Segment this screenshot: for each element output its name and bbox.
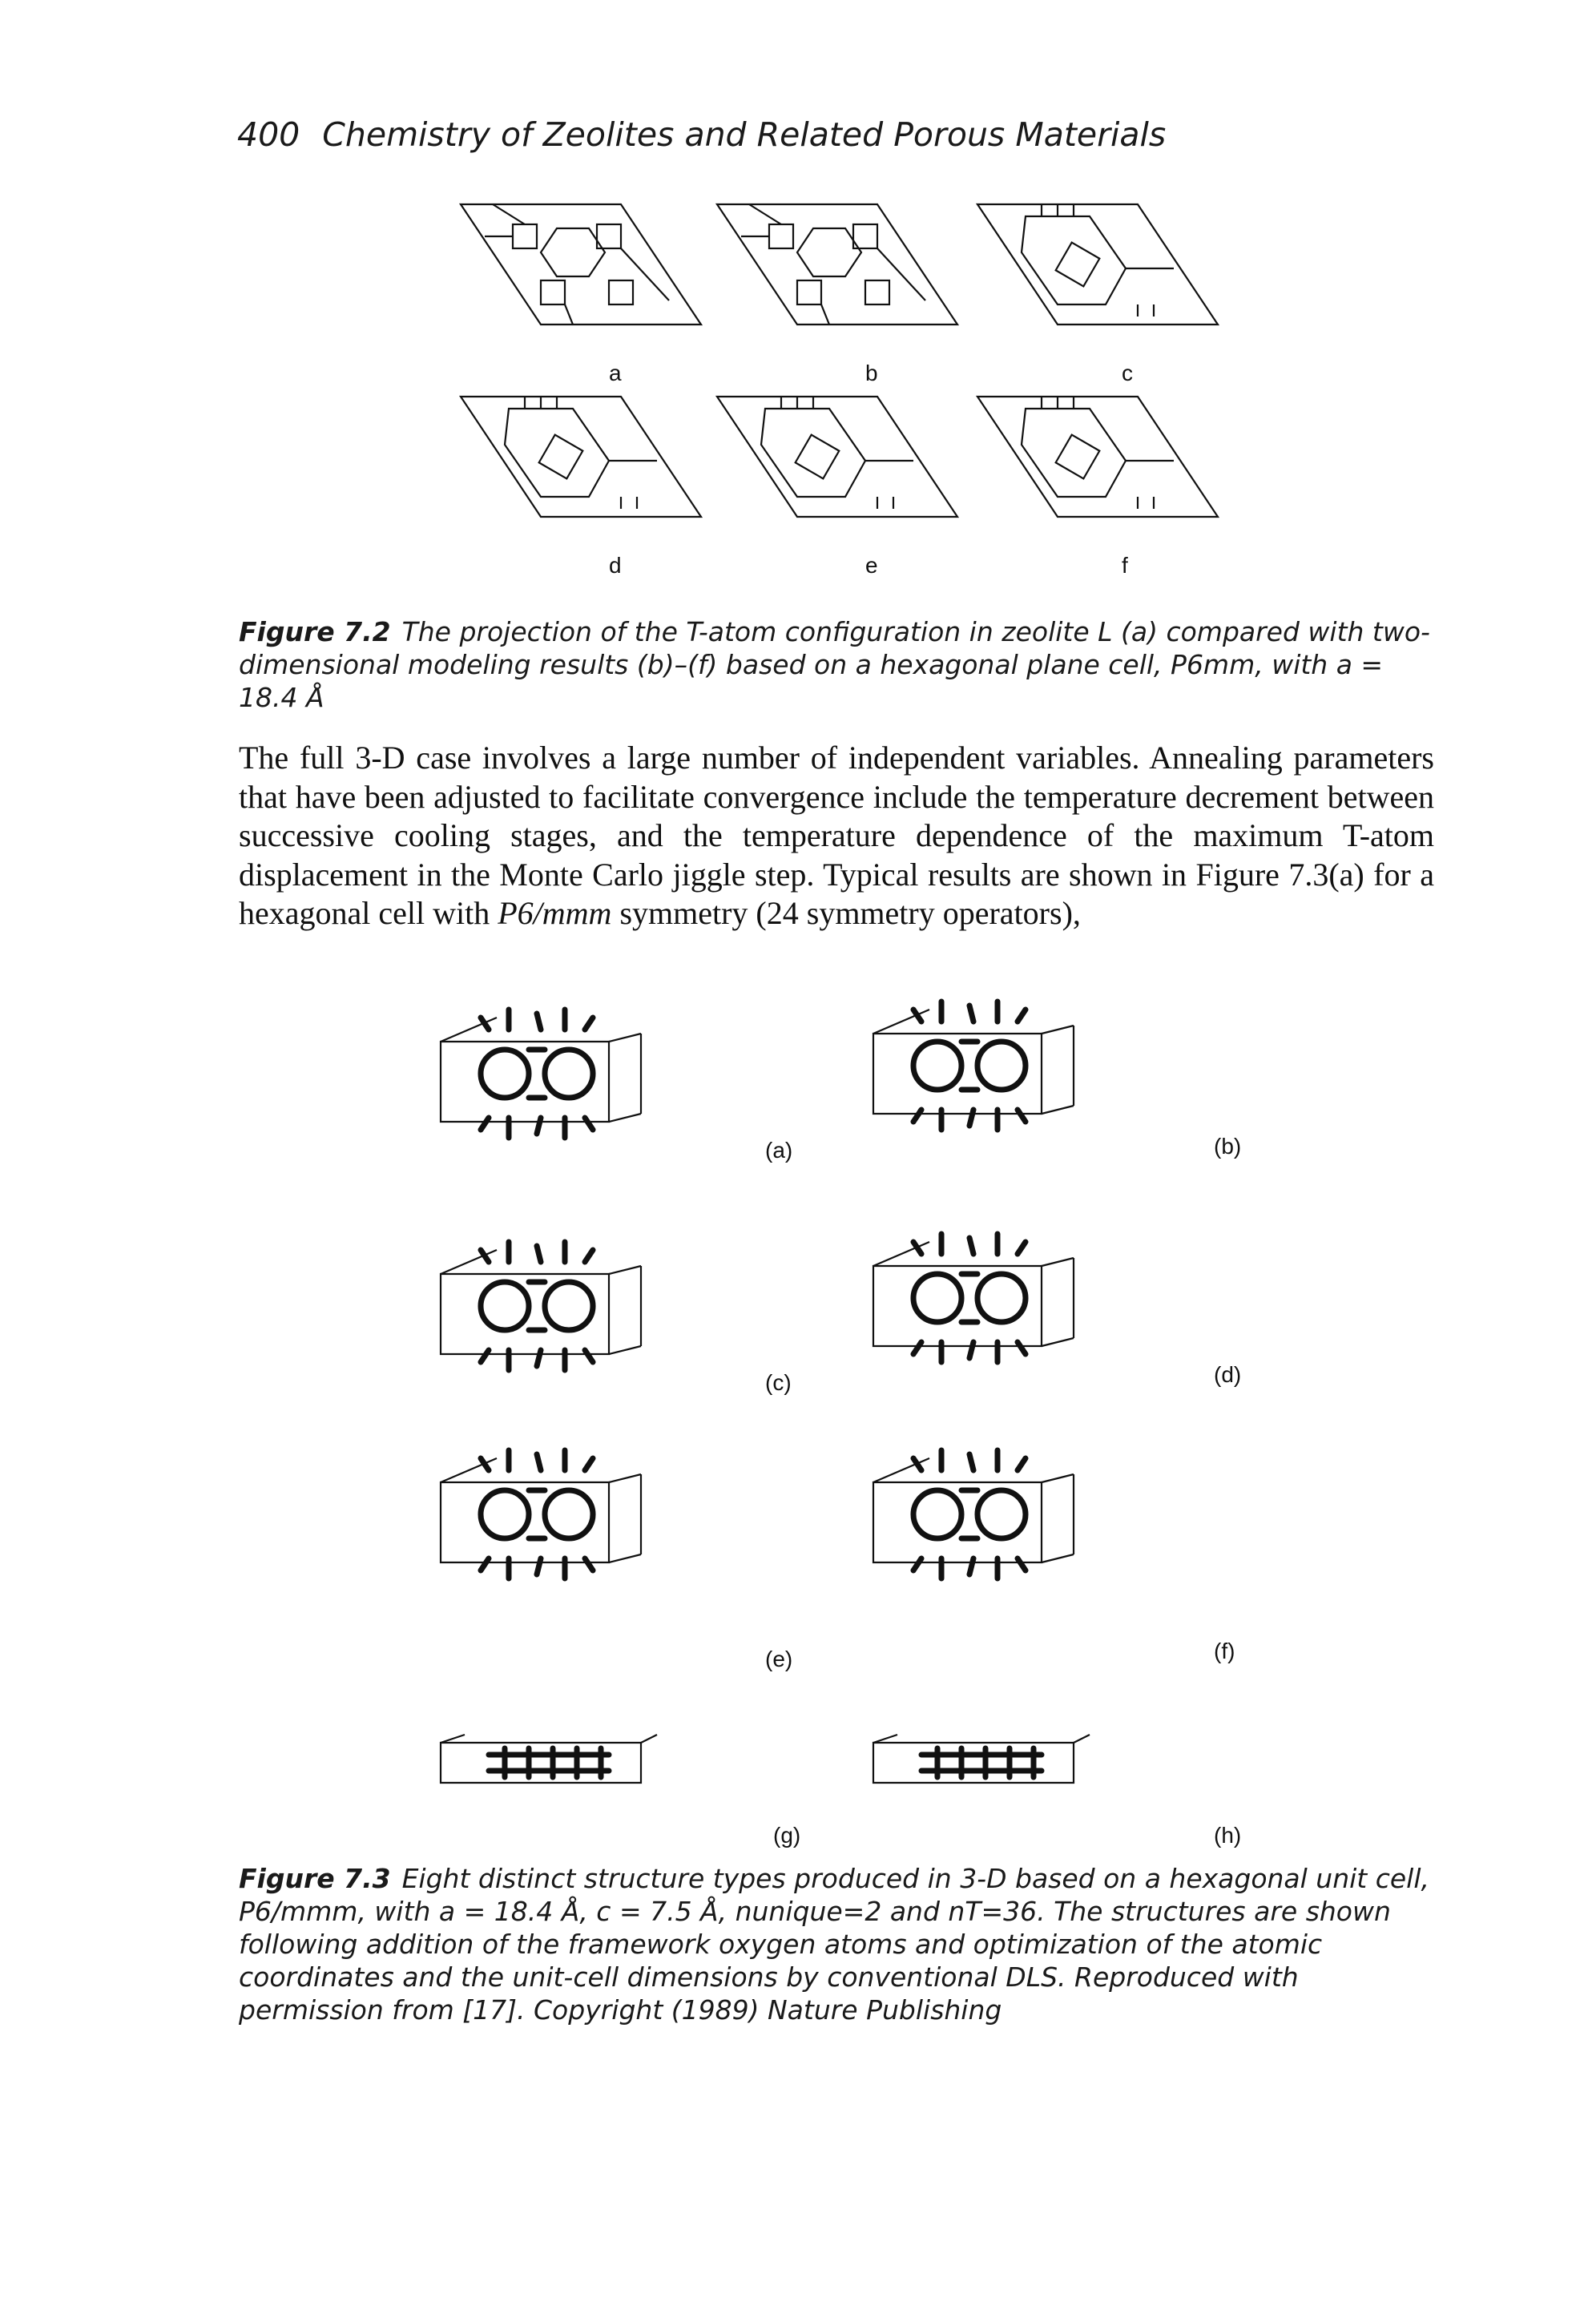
fig73-label-b: (b) (1214, 1134, 1241, 1159)
running-title: Chemistry of Zeolites and Related Porous… (322, 115, 1167, 154)
figure-7-3-label: Figure 7.3 (239, 1863, 391, 1894)
figure-7-3: (a) (b) (c) (d) (e) (f) (g) (h) (417, 994, 1241, 1848)
fig73-label-f: (f) (1214, 1639, 1235, 1663)
fig72-label-b: b (865, 361, 878, 385)
fig73-label-e: (e) (765, 1647, 792, 1671)
symmetry-group: P6/mmm (498, 895, 612, 931)
fig72-label-c: c (1122, 361, 1133, 385)
fig72-label-a: a (609, 361, 622, 385)
fig73-label-a: (a) (765, 1138, 792, 1163)
figure-7-2-caption-text: The projection of the T-atom configurati… (239, 616, 1430, 713)
fig72-label-f: f (1122, 553, 1128, 578)
page-number: 400 (237, 115, 300, 154)
fig73-label-c: (c) (765, 1370, 792, 1395)
fig72-label-e: e (865, 553, 878, 578)
fig73-label-d: (d) (1214, 1362, 1241, 1387)
figure-7-2: a b c d e f (449, 188, 1250, 578)
paragraph-text-2: symmetry (24 symmetry operators), (611, 895, 1081, 931)
fig73-label-g: (g) (773, 1823, 800, 1848)
figure-7-2-label: Figure 7.2 (239, 616, 391, 647)
fig72-label-d: d (609, 553, 622, 578)
body-paragraph: The full 3-D case involves a large numbe… (239, 739, 1434, 933)
paragraph-text-1: The full 3-D case involves a large numbe… (239, 740, 1434, 931)
fig73-label-h: (h) (1214, 1823, 1241, 1848)
figure-7-3-caption-text: Eight distinct structure types produced … (239, 1863, 1430, 2026)
